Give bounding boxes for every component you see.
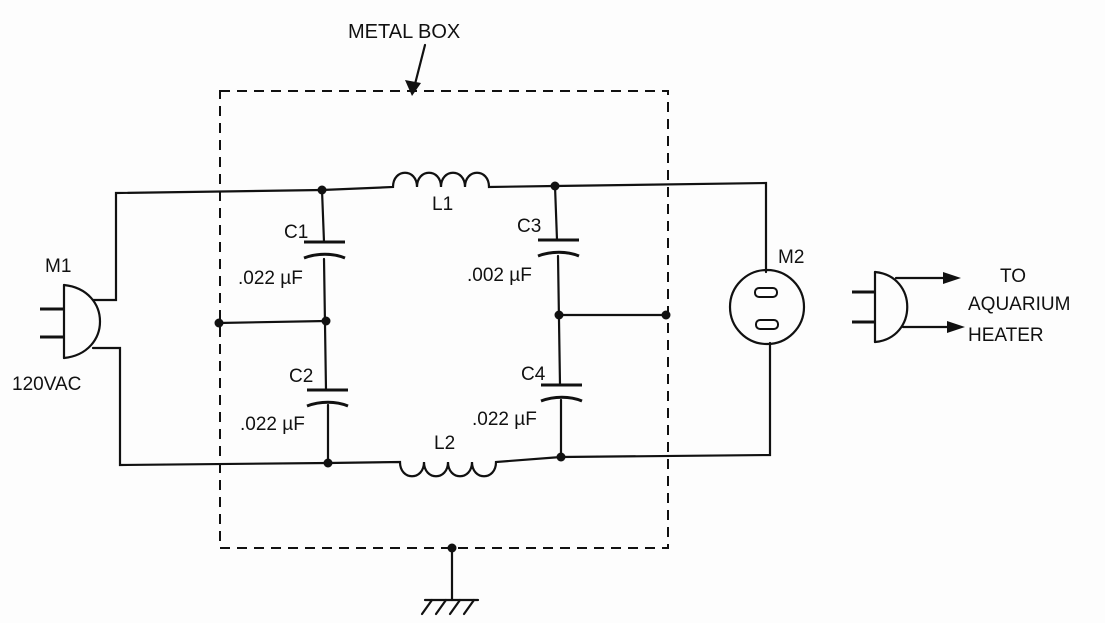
m1-plug-icon xyxy=(40,283,101,360)
c4-label: C4 xyxy=(521,364,546,385)
capacitor-c4 xyxy=(540,383,583,403)
capacitor-c1 xyxy=(303,240,346,260)
output-label-aquarium: AQUARIUM xyxy=(968,294,1070,315)
m1-label: M1 xyxy=(45,256,71,277)
c1-value: .022 µF xyxy=(238,268,303,289)
m1-voltage-label: 120VAC xyxy=(12,374,81,395)
output-arrows xyxy=(894,272,965,333)
output-label-heater: HEATER xyxy=(968,325,1044,346)
c1-label: C1 xyxy=(284,222,308,243)
metal-box-outline xyxy=(219,90,669,549)
inductor-l2 xyxy=(326,455,563,478)
c2-label: C2 xyxy=(289,366,313,387)
l1-label: L1 xyxy=(432,194,453,215)
output-top-wire xyxy=(553,181,768,274)
c3-c4-branch-wire xyxy=(553,184,563,459)
l2-label: L2 xyxy=(434,433,455,454)
input-top-wire xyxy=(91,188,324,302)
capacitor-c3 xyxy=(537,238,580,258)
inductor-l1 xyxy=(320,171,557,192)
m2-receptacle-icon xyxy=(728,268,806,346)
chassis-ground-icon xyxy=(420,546,480,616)
junction-dots xyxy=(214,181,671,553)
m2-label: M2 xyxy=(778,247,804,268)
output-bottom-wire xyxy=(559,341,772,459)
left-ground-tap-wire xyxy=(216,319,328,325)
output-label-to: TO xyxy=(1000,266,1026,287)
input-bottom-wire xyxy=(91,346,330,467)
c1-c2-branch-wire xyxy=(320,188,330,465)
c3-label: C3 xyxy=(517,216,541,237)
output-plug-icon xyxy=(852,270,909,344)
metal-box-pointer-arrow xyxy=(405,43,427,96)
capacitor-c2 xyxy=(306,388,349,408)
c4-value: .022 µF xyxy=(472,409,537,430)
c3-value: .002 µF xyxy=(467,265,532,286)
metal-box-label: METAL BOX xyxy=(348,21,460,43)
c2-value: .022 µF xyxy=(240,414,305,435)
